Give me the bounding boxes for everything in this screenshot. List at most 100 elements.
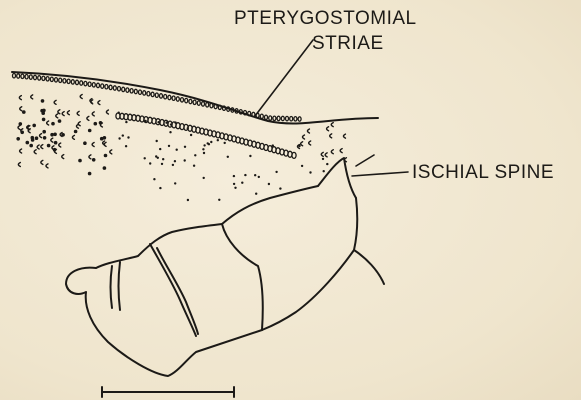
ischial-spine-label: ISCHIAL SPINE [412,163,554,182]
stipple-dot [29,144,33,148]
granule-mark [59,143,61,147]
stria-bead [286,116,289,120]
granule-mark [46,164,48,168]
stipple-dot [174,182,176,184]
stipple-dot [88,129,92,133]
stria-bead [164,95,167,99]
stipple-dot [125,121,127,123]
segment-division-1 [222,224,263,330]
stria-bead [193,100,196,104]
stipple-dot [258,176,260,178]
granule-mark [72,135,74,139]
stipple-dot [169,131,171,133]
stria-bead [88,82,91,86]
stipple-dot [88,172,92,176]
ischial-spine-outline [318,158,356,198]
stipple-dot [144,157,146,159]
stria-bead [290,117,293,121]
stipple-dot [42,130,46,134]
stria-bead [281,116,284,120]
stria-bead [118,87,121,91]
stipple-dot [157,121,159,123]
stipple-dot [244,174,246,176]
stria-bead [34,75,37,79]
stipple-dot [43,136,47,140]
stipple-dot [224,142,226,144]
granule-mark [20,107,22,111]
stipple-dot [103,166,107,170]
stipple-dot [26,141,30,145]
stria-bead [71,80,74,84]
stria-bead [143,91,146,95]
stipple-dot [16,137,20,141]
granule-mark [80,95,82,99]
granule-mark [87,116,89,120]
stipple-dot [275,171,277,173]
stipple-dot [172,164,174,166]
granule-mark [309,141,311,145]
stria-bead [105,85,108,89]
granule-mark [327,127,329,131]
stria-bead [109,85,112,89]
stria-bead [113,86,116,90]
stria-bead [155,93,158,97]
granule-mark [98,101,100,105]
granule-mark [77,111,79,115]
stria-bead [172,96,175,100]
granule-mark [62,155,64,159]
stipple-dot [122,134,124,136]
stipple-dot [217,139,219,141]
segment-division-3b [119,262,121,310]
stria-bead [13,74,16,78]
striae-leader-line [255,40,313,116]
stria-bead [168,95,171,99]
stria-bead [38,76,41,80]
granule-mark [321,152,323,156]
stipple-dot [203,144,205,146]
stria-bead [21,74,24,78]
stria-bead [273,116,276,120]
granule-mark [331,150,333,154]
stipple-dot [227,156,229,158]
granule-mark [51,138,53,142]
stipple-dot [94,122,98,126]
granule-mark [307,129,309,133]
stipple-dot [161,163,163,165]
stipple-dot [254,174,256,176]
stria-bead [63,79,66,83]
stria-bead [29,75,32,79]
granule-mark [18,126,20,130]
stipple-dot [301,165,303,167]
stria-bead [269,116,272,120]
stria-bead [76,80,79,84]
stria-bead [92,83,95,87]
pterygostomial-label: PTERYGOSTOMIAL [234,9,417,28]
granule-mark [18,162,20,166]
granule-mark [56,114,58,118]
granule-mark [104,142,106,146]
stipple-dot [92,158,96,162]
stipple-dot [210,141,212,143]
ischial-spine-leader [352,172,408,176]
stipple-dot [159,148,161,150]
granule-mark [47,121,49,125]
stipple-dot [159,187,161,189]
granule-mark [37,145,39,149]
stipple-dot [31,136,35,140]
stria-bead [97,83,100,87]
stipple-dot [272,144,274,146]
stipple-dot [241,182,243,184]
granule-mark [89,155,91,159]
stria-bead [292,152,296,158]
stria-bead [197,101,200,105]
stria-bead [181,98,184,102]
stipple-dot [194,154,196,156]
stipple-dot [174,160,176,162]
stipple-dot [279,187,281,189]
stipple-dot [162,158,164,160]
merus-right-outline [354,198,384,284]
granule-mark [325,153,327,157]
stipple-dot [41,99,45,103]
stipple-dot [50,133,54,137]
